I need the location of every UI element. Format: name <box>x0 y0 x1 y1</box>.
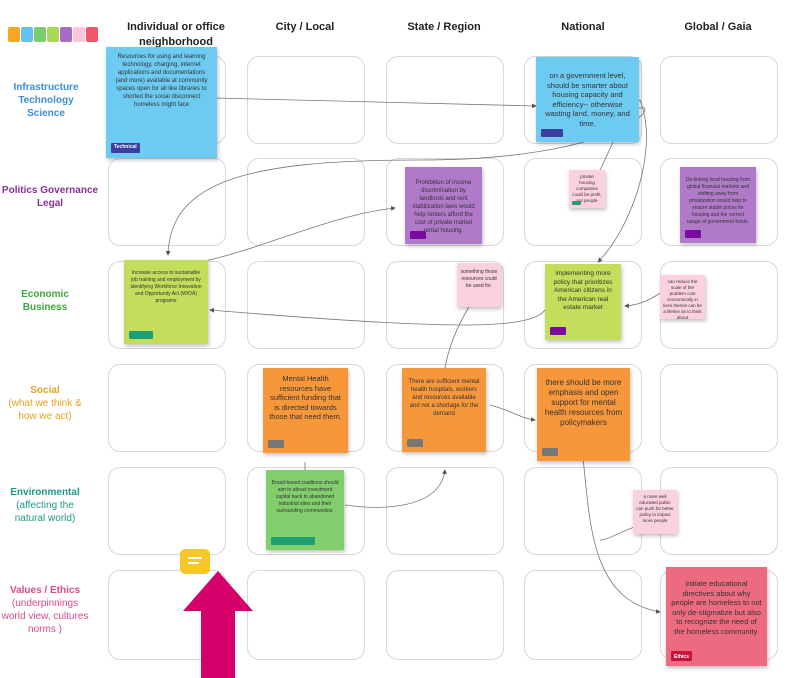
palette-swatch[interactable] <box>21 27 33 42</box>
note-text: Prohibition of income discrimination by … <box>412 180 475 234</box>
sticky-note[interactable]: initiate educational directives about wh… <box>666 567 767 666</box>
note-text: De-linking local housing from global fin… <box>685 177 751 225</box>
note-text: a more well educated public can push for… <box>636 494 674 523</box>
note-tag[interactable] <box>129 331 153 339</box>
note-text: on a government level, should be smarter… <box>545 71 630 128</box>
grid-cell[interactable] <box>247 56 365 144</box>
note-tag[interactable] <box>685 230 701 238</box>
note-tag[interactable]: Technical <box>111 143 140 153</box>
note-text: There are sufficient mental health hospi… <box>408 379 480 417</box>
sticky-note[interactable]: private housing companies could be profi… <box>569 170 605 208</box>
note-text: there should be more emphasis and open s… <box>544 378 623 427</box>
note-tag[interactable] <box>268 440 284 448</box>
row-subtitle: (affecting the natural world) <box>14 500 76 524</box>
column-header-individual: Individual or office neighborhood <box>127 21 225 48</box>
column-header-city: City / Local <box>275 21 335 33</box>
color-palette <box>8 27 98 42</box>
row-title: Economic Business <box>21 289 69 313</box>
grid-cell[interactable] <box>108 467 226 555</box>
note-text: Mental Health resources have sufficient … <box>269 374 342 421</box>
sticky-note[interactable]: implementing more policy that prioritize… <box>545 264 621 340</box>
note-text: initiate educational directives about wh… <box>671 579 762 636</box>
grid-cell[interactable] <box>524 467 642 555</box>
column-header-national: National <box>561 21 605 33</box>
sticky-note[interactable]: Broad-based coalitions should aim to att… <box>266 470 344 550</box>
tag-label: Ethics <box>674 654 690 660</box>
note-text: can reduce the scale of the problem cost… <box>663 279 702 320</box>
sticky-note[interactable]: Prohibition of income discrimination by … <box>405 167 482 244</box>
sticky-note[interactable]: Resources for using and learning technol… <box>106 47 217 158</box>
note-tag[interactable] <box>542 448 558 456</box>
note-text: Increase access to sustainable job train… <box>130 270 202 304</box>
sticky-note[interactable]: There are sufficient mental health hospi… <box>402 368 486 452</box>
grid-cell[interactable] <box>386 570 504 660</box>
palette-swatch[interactable] <box>34 27 46 42</box>
palette-swatch[interactable] <box>86 27 98 42</box>
row-title: Social <box>30 385 60 396</box>
grid-cell[interactable] <box>524 570 642 660</box>
row-label-infrastructure: Infrastructure Technology Science <box>0 81 92 120</box>
note-text: private housing companies could be profi… <box>572 174 602 203</box>
grid-cell[interactable] <box>247 261 365 349</box>
grid-cell[interactable] <box>386 56 504 144</box>
palette-swatch[interactable] <box>60 27 72 42</box>
row-label-environmental: Environmental (affecting the natural wor… <box>0 486 90 525</box>
row-title: Infrastructure Technology Science <box>13 82 79 119</box>
sticky-note[interactable]: Mental Health resources have sufficient … <box>263 368 348 453</box>
grid-cell[interactable] <box>247 158 365 246</box>
grid-cell[interactable] <box>660 364 778 452</box>
note-tag[interactable] <box>550 327 566 335</box>
row-title: Environmental <box>10 487 80 498</box>
note-tag[interactable] <box>572 201 581 205</box>
palette-swatch[interactable] <box>73 27 85 42</box>
row-title: Values / Ethics <box>9 585 81 596</box>
note-text: implementing more policy that prioritize… <box>553 270 613 311</box>
note-text: Broad-based coalitions should aim to att… <box>271 480 339 514</box>
arrow-up-icon <box>183 571 253 678</box>
row-label-economic: Economic Business <box>0 288 90 314</box>
row-title: Politics Governance Legal <box>1 185 99 209</box>
row-label-social: Social (what we think & how we act) <box>0 384 90 423</box>
comment-icon[interactable] <box>180 549 210 574</box>
note-tag[interactable] <box>271 537 315 545</box>
sticky-note[interactable]: De-linking local housing from global fin… <box>680 167 756 243</box>
note-text: Resources for using and learning technol… <box>115 54 208 108</box>
palette-swatch[interactable] <box>8 27 20 42</box>
sticky-note[interactable]: something those resources could be used … <box>457 263 501 307</box>
sticky-note[interactable]: Increase access to sustainable job train… <box>124 260 208 344</box>
row-label-values: Values / Ethics (underpinnings world vie… <box>0 584 90 636</box>
grid-cell[interactable] <box>108 158 226 246</box>
note-tag[interactable] <box>407 439 423 447</box>
grid-cell[interactable] <box>247 570 365 660</box>
note-tag[interactable] <box>410 231 426 239</box>
grid-cell[interactable] <box>108 364 226 452</box>
sticky-note[interactable]: a more well educated public can push for… <box>633 490 677 534</box>
sticky-note[interactable]: can reduce the scale of the problem cost… <box>660 275 705 320</box>
column-header-state: State / Region <box>407 21 481 33</box>
grid-cell[interactable] <box>660 56 778 144</box>
grid-cell[interactable] <box>386 467 504 555</box>
sticky-note[interactable]: there should be more emphasis and open s… <box>537 368 630 461</box>
grid-cell[interactable] <box>660 467 778 555</box>
sticky-note[interactable]: on a government level, should be smarter… <box>536 57 639 142</box>
note-tag[interactable] <box>541 129 563 137</box>
note-tag[interactable]: Ethics <box>671 651 693 661</box>
column-header-global: Global / Gaia <box>684 21 752 33</box>
row-subtitle: (what we think & how we act) <box>8 398 82 422</box>
row-subtitle: (underpinnings world view, cultures norm… <box>1 598 89 635</box>
tag-label: Technical <box>114 144 137 150</box>
note-text: something those resources could be used … <box>460 269 498 289</box>
row-label-politics: Politics Governance Legal <box>0 184 100 210</box>
palette-swatch[interactable] <box>47 27 59 42</box>
